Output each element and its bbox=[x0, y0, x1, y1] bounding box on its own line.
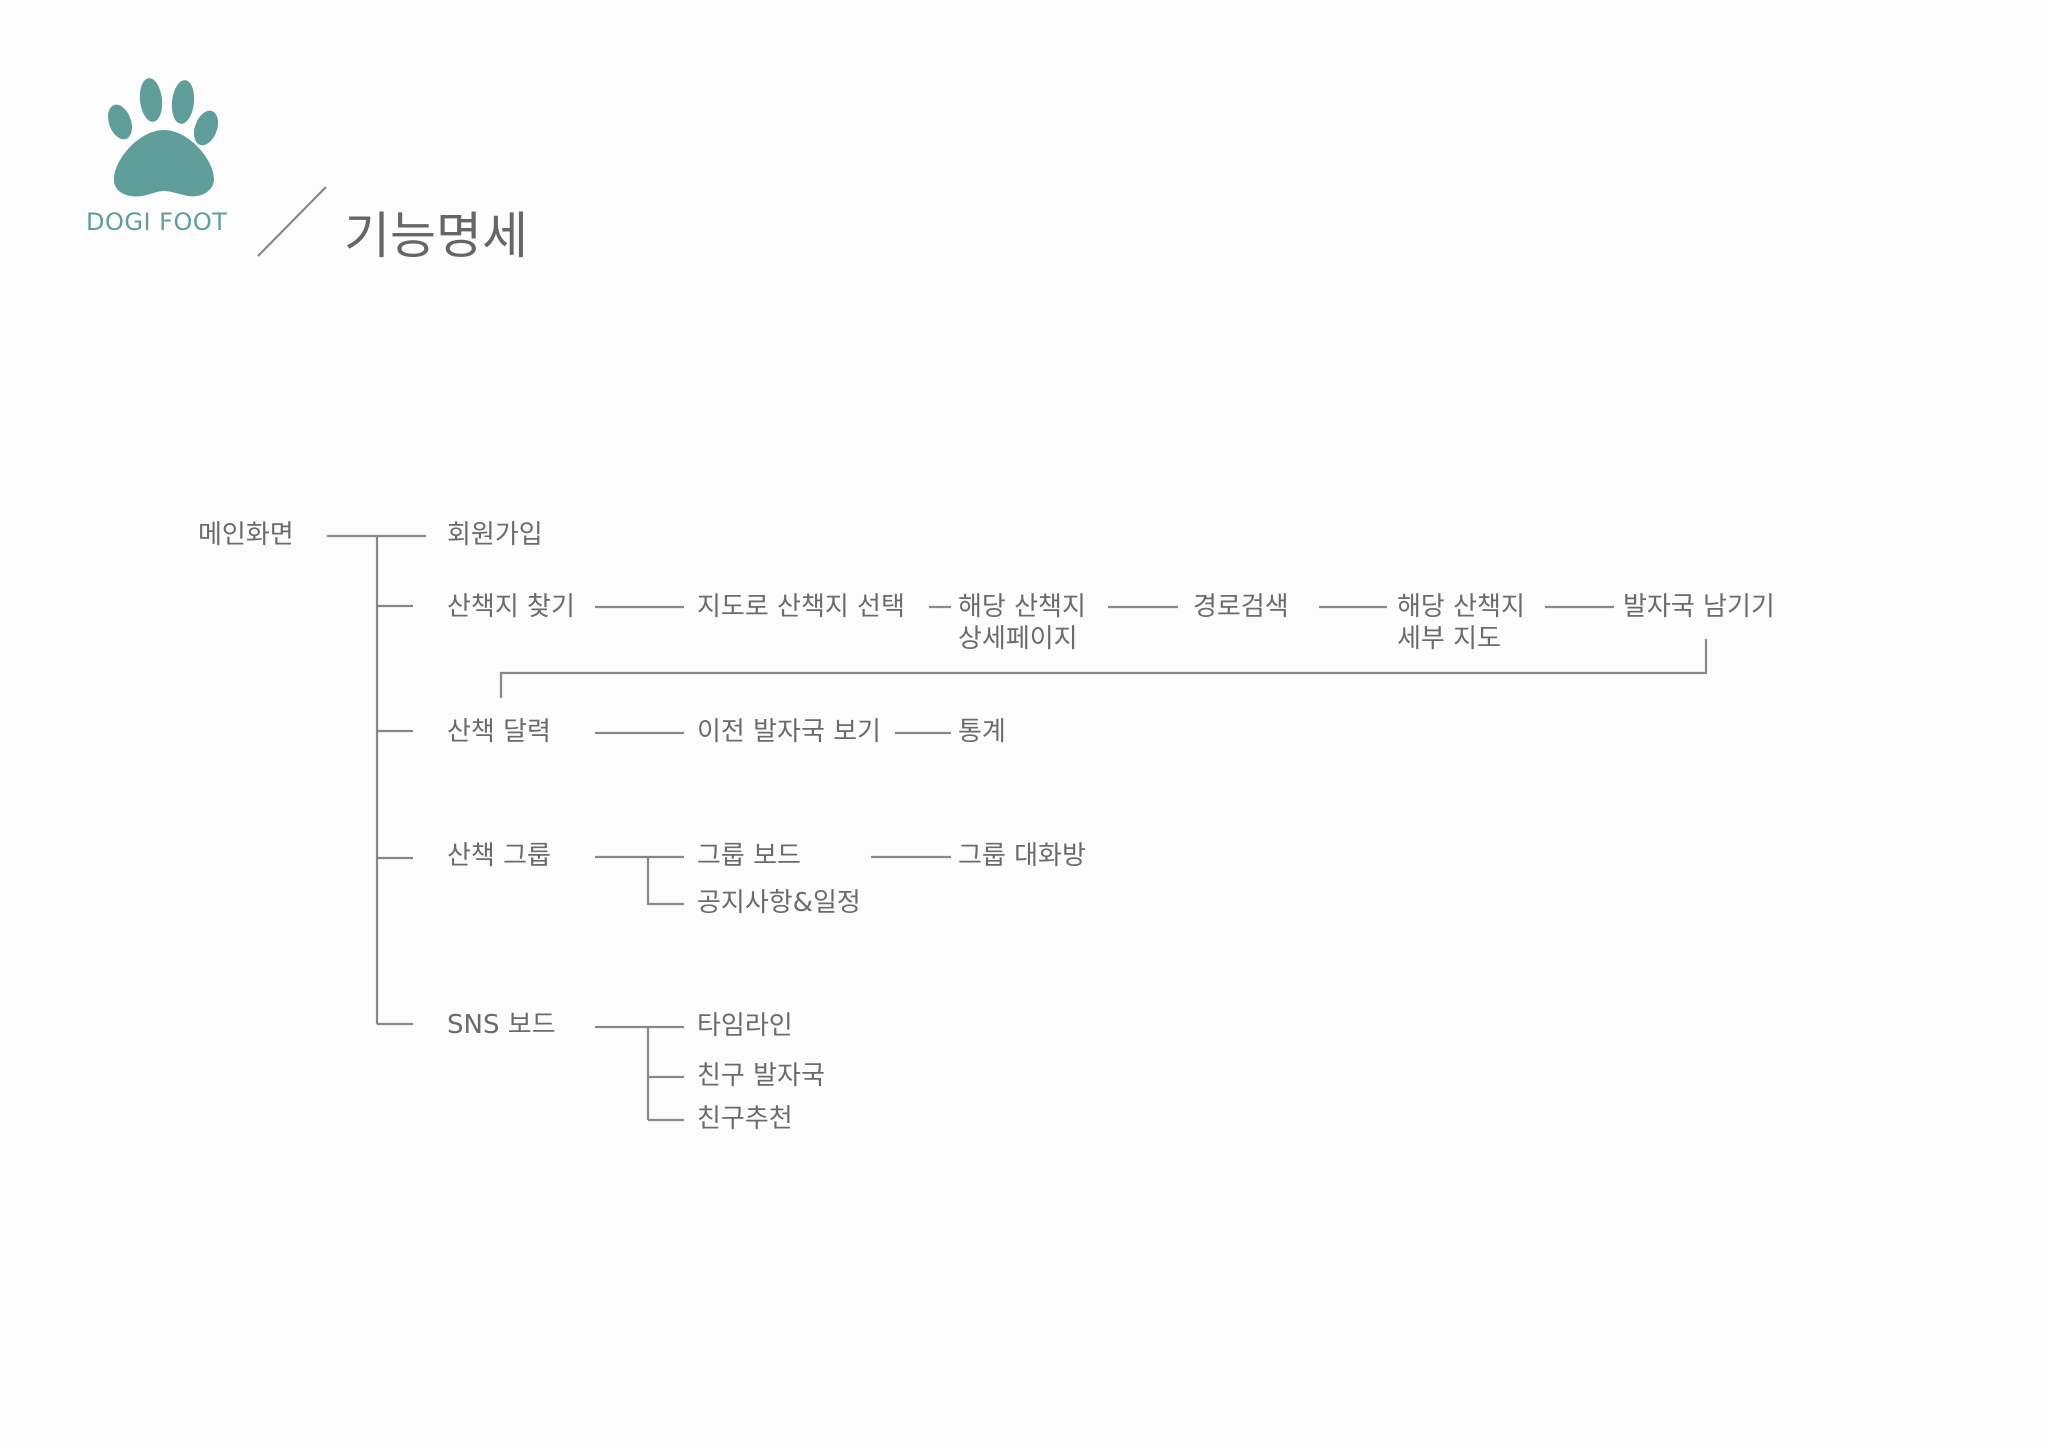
node-route-search: 경로검색 bbox=[1193, 592, 1289, 622]
node-group-board: 그룹 보드 bbox=[697, 841, 801, 871]
paw-logo-icon bbox=[107, 78, 219, 197]
title-divider bbox=[257, 186, 327, 257]
node-walk-calendar: 산책 달력 bbox=[447, 717, 551, 747]
node-friend-recommend: 친구추천 bbox=[697, 1104, 793, 1134]
node-stats: 통계 bbox=[958, 717, 1006, 747]
loop-back-line bbox=[499, 639, 1708, 698]
node-trail-map-line2: 세부 지도 bbox=[1397, 624, 1501, 654]
node-select-on-map: 지도로 산책지 선택 bbox=[697, 592, 905, 622]
node-group-chat: 그룹 대화방 bbox=[958, 841, 1086, 871]
node-trail-detail: 해당 산책지 상세페이지 bbox=[958, 591, 1086, 655]
node-friend-footprint: 친구 발자국 bbox=[697, 1061, 825, 1091]
node-trail-map: 해당 산책지 세부 지도 bbox=[1397, 591, 1525, 655]
page-title: 기능명세 bbox=[344, 207, 528, 265]
node-leave-footprint: 발자국 남기기 bbox=[1623, 592, 1775, 622]
node-signup: 회원가입 bbox=[447, 520, 543, 550]
node-main: 메인화면 bbox=[198, 520, 294, 550]
group-to-notice bbox=[646, 857, 684, 906]
node-trail-detail-line1: 해당 산책지 bbox=[958, 592, 1086, 622]
node-notice-schedule: 공지사항&일정 bbox=[697, 888, 861, 918]
node-timeline: 타임라인 bbox=[697, 1011, 793, 1041]
node-trail-map-line1: 해당 산책지 bbox=[1397, 592, 1525, 622]
node-sns-board: SNS 보드 bbox=[447, 1010, 556, 1040]
node-walk-group: 산책 그룹 bbox=[447, 841, 551, 871]
node-trail-detail-line2: 상세페이지 bbox=[958, 624, 1078, 654]
logo-text: DOGI FOOT bbox=[86, 208, 228, 236]
node-find-trail: 산책지 찾기 bbox=[447, 592, 575, 622]
node-prev-footprints: 이전 발자국 보기 bbox=[697, 717, 881, 747]
